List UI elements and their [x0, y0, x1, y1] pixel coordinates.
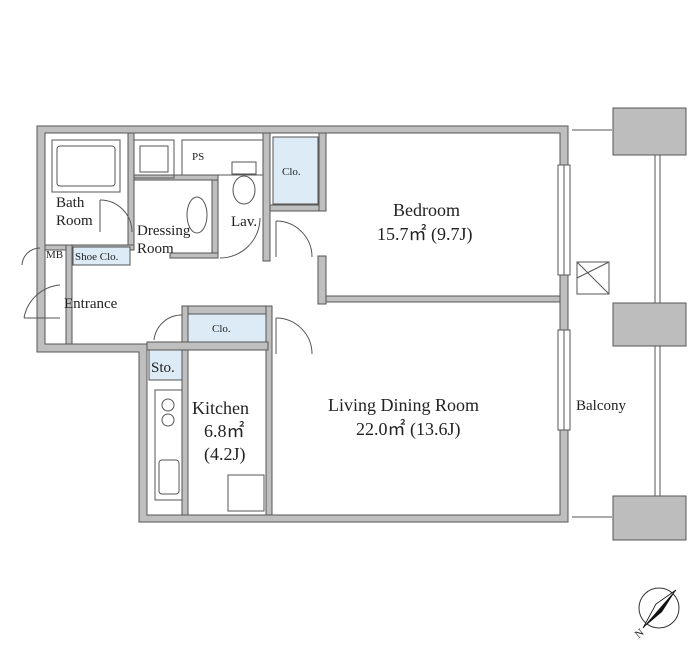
shoe-closet-label: Shoe Clo. — [75, 251, 119, 263]
kitchen-area: 6.8㎡ — [204, 420, 245, 441]
balcony-structure — [572, 107, 687, 541]
closet-middle-label: Clo. — [212, 323, 231, 335]
bathtub — [51, 139, 121, 193]
bath-room-label-2: Room — [56, 213, 93, 229]
kitchen-area-j: (4.2J) — [204, 444, 246, 465]
mb-label: MB — [46, 249, 63, 261]
ps-label: PS — [192, 151, 204, 163]
storage-label: Sto. — [151, 360, 175, 376]
closet-middle — [187, 313, 267, 343]
dressing-room-label-2: Room — [137, 241, 174, 257]
interior-walls — [44, 132, 561, 516]
windows — [557, 164, 571, 431]
shoe-closet — [72, 246, 131, 266]
closet-top — [272, 136, 319, 205]
bath-room-label: Bath — [56, 195, 85, 211]
balcony-label: Balcony — [576, 398, 626, 414]
bedroom-area: 15.7㎡ (9.7J) — [377, 223, 473, 245]
living-dining-room-area: 22.0㎡ (13.6J) — [356, 418, 461, 440]
balcony-post-bottom — [612, 495, 687, 541]
stove-burner — [161, 398, 175, 412]
closet-top-label: Clo. — [282, 166, 301, 178]
toilet-bowl — [232, 175, 256, 205]
doors — [21, 199, 313, 355]
fixtures — [51, 139, 265, 512]
compass-north-label: N — [633, 627, 647, 641]
ps-shaft — [181, 139, 264, 176]
balcony-post-middle — [612, 302, 687, 347]
storage — [148, 349, 183, 381]
kitchen-sink — [158, 459, 180, 495]
washer-space — [133, 139, 175, 179]
entrance-label: Entrance — [64, 296, 118, 312]
balcony-post-top — [612, 107, 687, 156]
outer-walls — [36, 125, 569, 523]
dressing-room-label: Dressing — [137, 223, 191, 239]
compass: N — [633, 587, 680, 641]
kitchen-counter — [154, 389, 183, 501]
kitchen-label: Kitchen — [192, 398, 249, 418]
closets — [72, 136, 319, 381]
fridge-space — [227, 474, 265, 512]
stove-burner — [161, 413, 175, 427]
toilet-tank — [231, 161, 257, 175]
vanity-sink — [186, 196, 208, 234]
bedroom-label: Bedroom — [393, 200, 460, 220]
lavatory-label: Lav. — [231, 214, 257, 230]
living-dining-room-label: Living Dining Room — [328, 395, 479, 415]
